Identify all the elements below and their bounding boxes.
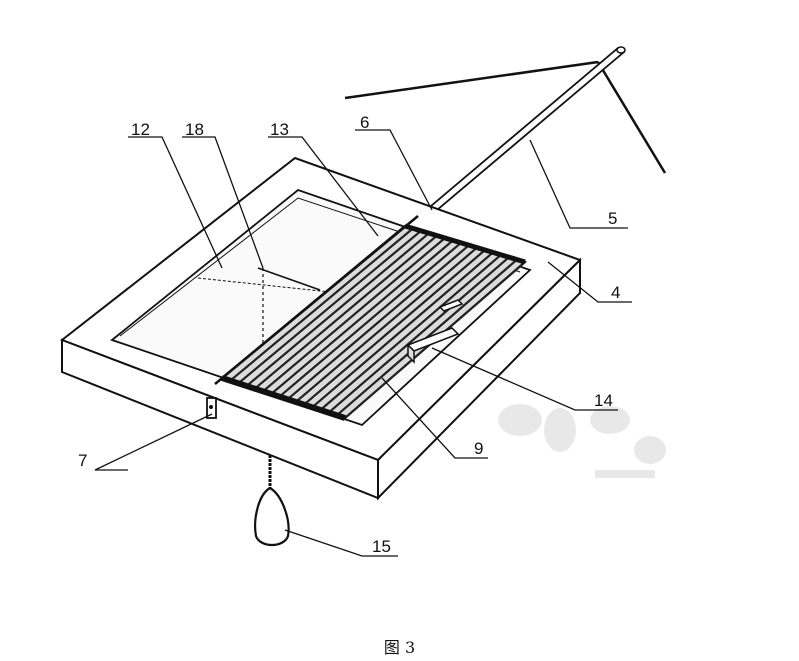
weight-15 [254,455,290,547]
label-6: 6 [360,113,369,132]
coil-wire [254,234,438,390]
wire-left [344,60,599,100]
leader-lines [94,129,632,557]
coil-pack-13 [214,215,528,421]
label-18: 18 [185,120,204,139]
figure-caption: 图 3 [383,638,416,657]
coil-wire [295,246,478,403]
block-9 [438,299,464,312]
label-7: 7 [78,451,87,470]
label-13: 13 [270,120,289,139]
coil-wire [327,256,510,414]
label-12: 12 [131,120,150,139]
coil-wire [311,251,494,409]
label-15: 15 [372,537,391,556]
coil-wire [229,227,414,382]
coil-wire [286,244,470,401]
label-14: 14 [594,391,613,410]
wire-right [596,61,667,174]
block-14 [406,327,460,364]
label-9: 9 [474,439,483,458]
coil-wire [319,253,502,411]
scan-noise [498,404,666,478]
label-5: 5 [608,209,617,228]
coil-wire [237,229,422,385]
coil-wire [278,241,462,398]
label-4: 4 [611,283,620,302]
bracket-7 [206,397,217,419]
pole [403,46,626,234]
coil-wire [270,239,454,395]
coil-wire [245,232,430,387]
plate-12 [197,267,331,355]
frame-side [377,257,581,501]
coil-wire [303,249,486,406]
coil-wire [262,237,446,393]
